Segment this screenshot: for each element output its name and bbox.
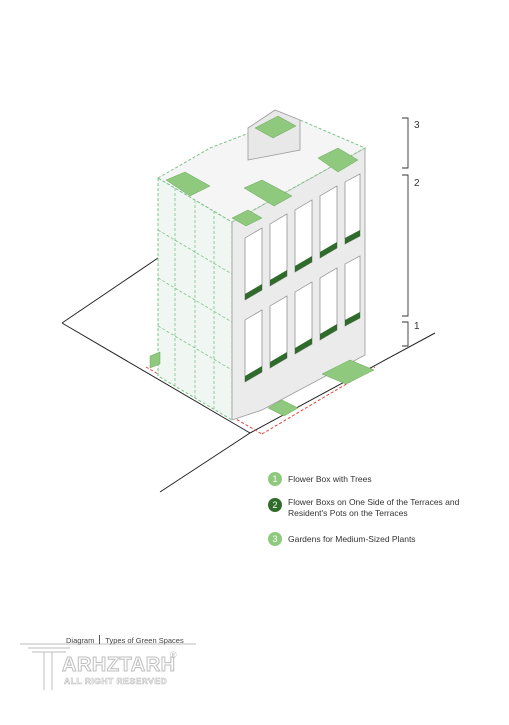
footer-separator bbox=[99, 635, 101, 644]
legend-badge: 3 bbox=[268, 532, 282, 546]
site-outline bbox=[61, 257, 436, 493]
logo-tagline: ALL RIGHT RESERVED bbox=[64, 676, 168, 687]
height-brackets bbox=[402, 117, 409, 347]
legend-text: Flower Boxs on One Side of the Terraces … bbox=[288, 497, 460, 518]
building-mass bbox=[149, 109, 375, 421]
logo-mark bbox=[20, 643, 196, 690]
legend-item: 1 Flower Box with Trees bbox=[268, 471, 498, 486]
legend-item: 2 Flower Boxs on One Side of the Terrace… bbox=[268, 497, 498, 519]
ground-garden bbox=[267, 399, 299, 417]
logo: ARHZTARH ALL RIGHT RESERVED ® bbox=[24, 646, 184, 692]
bracket-number-1: 1 bbox=[414, 321, 420, 332]
bracket-number-2: 2 bbox=[414, 178, 420, 189]
terrace-planter bbox=[345, 312, 360, 326]
roof-flower-boxes bbox=[165, 115, 359, 227]
legend-text: Flower Box with Trees bbox=[288, 474, 372, 484]
terrace-planter bbox=[270, 352, 287, 368]
roof bbox=[157, 119, 367, 223]
footer-title: Types of Green Spaces bbox=[105, 636, 184, 645]
bracket-number-3: 3 bbox=[414, 120, 420, 131]
site-line bbox=[61, 257, 159, 324]
grid-line bbox=[157, 229, 233, 275]
legend-badge: 2 bbox=[268, 498, 282, 512]
site-line bbox=[61, 322, 251, 434]
bracket-3 bbox=[402, 117, 409, 169]
terrace-planters bbox=[245, 230, 360, 382]
terrace-planter bbox=[320, 242, 337, 258]
terrace-planter bbox=[245, 284, 262, 300]
roof-flower-box bbox=[165, 171, 211, 197]
ground-gardens bbox=[149, 351, 375, 417]
terrace-planter bbox=[320, 324, 337, 340]
left-facade-grid bbox=[157, 188, 233, 409]
legend-text: Gardens for Medium-Sized Plants bbox=[288, 534, 416, 544]
footer-caption: Diagram Types of Green Spaces bbox=[66, 635, 184, 645]
roof-flower-box bbox=[243, 179, 293, 207]
terrace-planter bbox=[295, 338, 312, 354]
footer-label: Diagram bbox=[66, 636, 95, 645]
bracket-2 bbox=[402, 174, 409, 317]
terrace-planter bbox=[295, 256, 312, 272]
site-line bbox=[159, 432, 251, 493]
terrace-planter bbox=[245, 366, 262, 382]
terrace-planter bbox=[270, 270, 287, 286]
roof-flower-box bbox=[231, 209, 263, 227]
grid-line bbox=[157, 325, 233, 371]
legend-badge: 1 bbox=[268, 472, 282, 486]
roof-flower-box bbox=[254, 115, 297, 139]
registered-mark: ® bbox=[170, 650, 177, 660]
legend: 1 Flower Box with Trees 2 Flower Boxs on… bbox=[268, 471, 498, 557]
footprint-edge bbox=[261, 366, 376, 435]
legend-item: 3 Gardens for Medium-Sized Plants bbox=[268, 531, 498, 546]
roof-flower-box bbox=[317, 147, 359, 173]
terrace-planter bbox=[345, 230, 360, 244]
ground-garden bbox=[149, 351, 161, 369]
logo-word: ARHZTARH bbox=[62, 654, 176, 677]
site-line bbox=[249, 332, 436, 434]
grid-line bbox=[157, 277, 233, 323]
ground-garden bbox=[321, 359, 375, 385]
bracket-1 bbox=[402, 321, 409, 347]
